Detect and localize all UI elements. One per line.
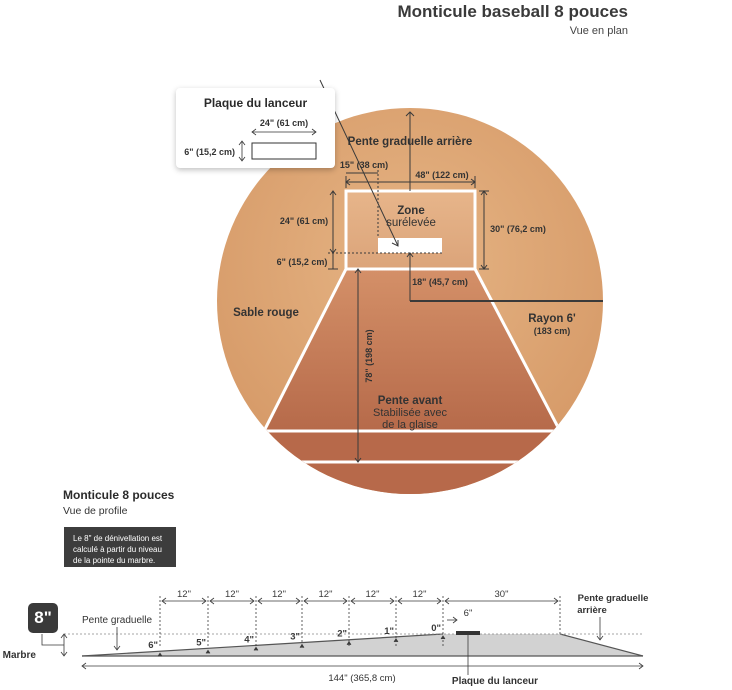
height-label: 2" [337, 629, 347, 640]
radius-label: Rayon 6' [528, 313, 576, 325]
height-label: 1" [384, 626, 394, 637]
profile-subtitle: Vue de profile [63, 505, 128, 517]
dim-15-label: 15" (38 cm) [340, 160, 388, 170]
segment-label: 12" [366, 589, 380, 600]
back-slope-profile-label-1: Pente graduelle [578, 593, 649, 604]
raised-zone-label-2: surélevée [386, 217, 436, 229]
note-line: Le 8" de dénivellation est [73, 534, 163, 543]
dim-6-label: 6" (15,2 cm) [277, 257, 328, 267]
height-badge: 8" [28, 603, 58, 633]
red-sand-label: Sable rouge [233, 307, 299, 319]
page-subtitle: Vue en plan [569, 25, 628, 37]
back-slope-label: Pente graduelle arrière [348, 136, 473, 148]
dim-24-label: 24" (61 cm) [280, 216, 328, 226]
callout-rubber-rect [251, 142, 317, 160]
segment-label: 12" [177, 589, 191, 600]
radius-metric-label: (183 cm) [534, 326, 571, 336]
height-label: 0" [431, 623, 441, 634]
rubber-profile-label: Plaque du lanceur [452, 676, 538, 687]
home-plate-label: Marbre [3, 650, 37, 661]
profile-mound-shape [82, 634, 643, 656]
segment-label: 12" [272, 589, 286, 600]
total-length-label: 144" (365,8 cm) [328, 673, 395, 684]
segment-label: 30" [495, 589, 509, 600]
front-slope-title: Pente avant [378, 395, 443, 407]
height-label: 6" [148, 640, 158, 651]
pitcher-rubber-callout: Plaque du lanceur 24" (61 cm) 6" (15,2 c… [176, 88, 335, 168]
plate-offset-label: 6" [464, 608, 473, 619]
profile-title: Monticule 8 pouces [63, 488, 175, 502]
gradual-slope-label: Pente graduelle [82, 615, 152, 626]
front-slope-zone [266, 269, 560, 431]
note-line: de la pointe du marbre. [73, 556, 156, 565]
height-label: 5" [196, 637, 206, 648]
callout-drawing: 24" (61 cm) 6" (15,2 cm) [184, 118, 317, 162]
segment-label: 12" [413, 589, 427, 600]
pitcher-rubber-plan [378, 238, 442, 253]
back-slope-profile-label-2: arrière [577, 605, 607, 616]
dim-30-label: 30" (76,2 cm) [490, 224, 546, 234]
raised-zone-label-1: Zone [397, 205, 424, 217]
callout-width-label: 24" (61 cm) [260, 118, 308, 128]
note-line: calculé à partir du niveau [73, 545, 162, 554]
height-label: 3" [290, 632, 300, 643]
callout-title: Plaque du lanceur [203, 96, 308, 110]
page-title: Monticule baseball 8 pouces [397, 2, 628, 21]
segment-label: 12" [319, 589, 333, 600]
dim-48-label: 48" (122 cm) [415, 170, 468, 180]
dim-78-label: 78" (198 cm) [364, 329, 374, 382]
front-slope-line1: Stabilisée avec [373, 407, 447, 419]
callout-height-label: 6" (15,2 cm) [184, 147, 235, 157]
note-box: Le 8" de dénivellation est calculé à par… [64, 527, 176, 567]
dim-18-label: 18" (45,7 cm) [412, 277, 468, 287]
segment-label: 12" [225, 589, 239, 600]
height-label: 4" [244, 634, 254, 645]
front-slope-line2: de la glaise [382, 419, 438, 431]
pitcher-rubber-profile [456, 631, 480, 635]
